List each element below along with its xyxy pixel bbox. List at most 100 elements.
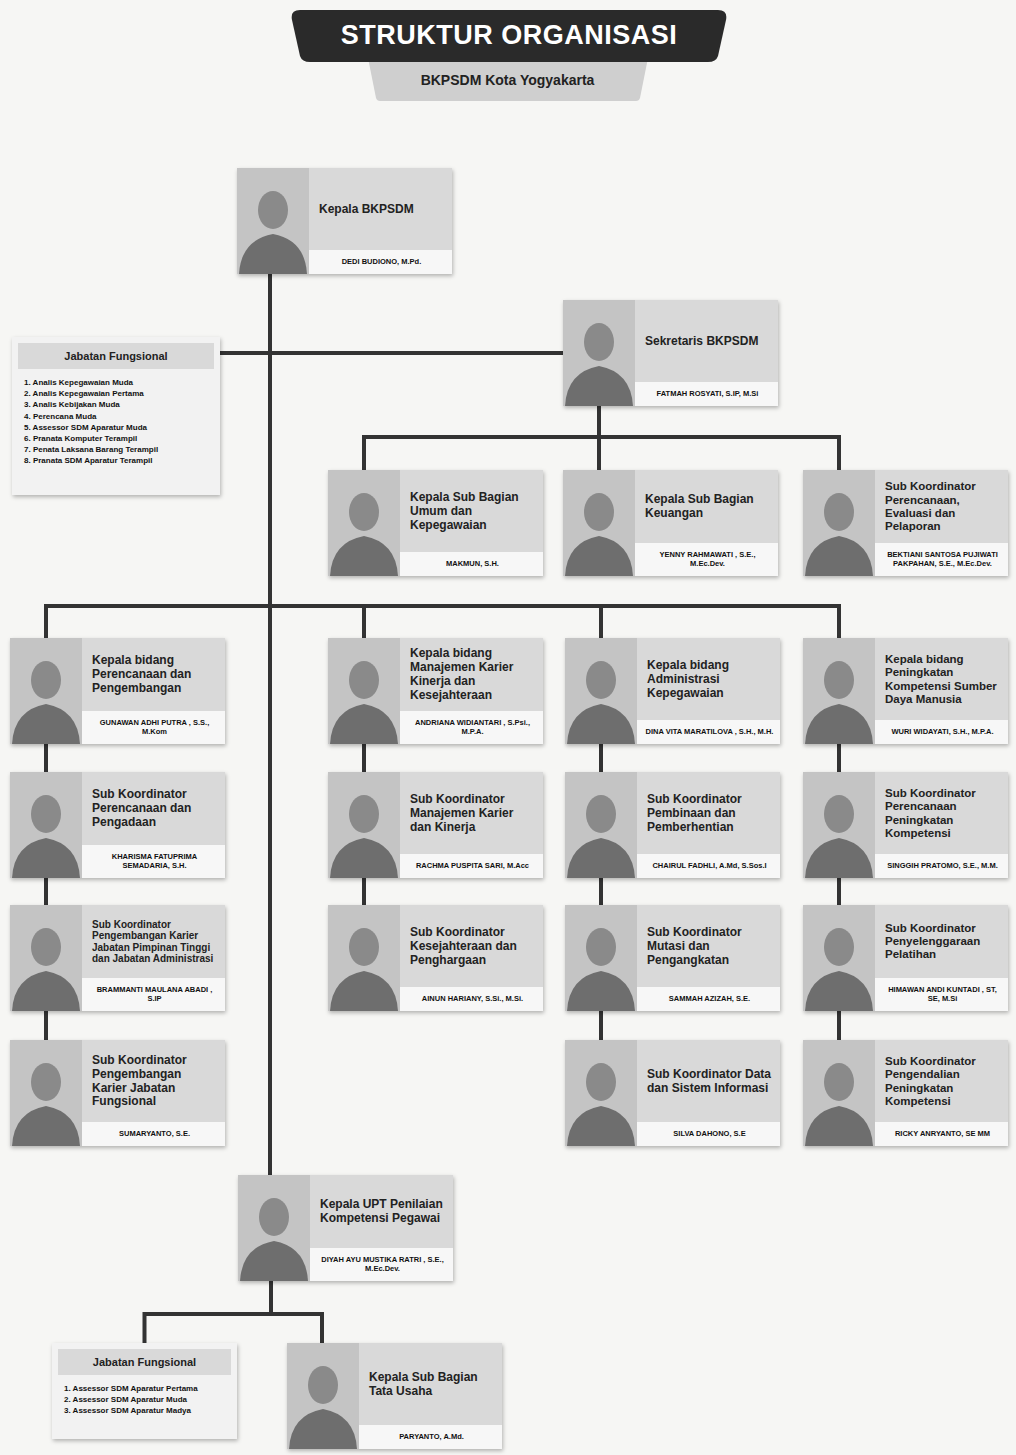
position-box: Sub Koordinator Perencanaan, Evaluasi da… (803, 470, 1008, 576)
title-banner (0, 0, 1016, 110)
position-title: Sub Koordinator Manajemen Karier dan Kin… (410, 793, 536, 834)
portrait-silhouette (803, 1040, 875, 1146)
title-area: Kepala bidang Manajemen Karier Kinerja d… (400, 638, 543, 711)
position-box: Sub Koordinator Pengembangan Karier Jaba… (10, 1040, 225, 1146)
official-name: RICKY ANRYANTO, SE MM (875, 1122, 1008, 1146)
title-area: Sekretaris BKPSDM (635, 300, 778, 382)
position-box: Kepala BKPSDMDEDI BUDIONO, M.Pd. (237, 168, 452, 274)
official-name: DINA VITA MARATILOVA , S.H., M.H. (637, 720, 780, 744)
function-list-box: Jabatan Fungsional1. Analis Kepegawaian … (12, 337, 220, 495)
portrait-photo (328, 772, 400, 878)
position-title: Sub Koordinator Pengembangan Karier Jaba… (92, 919, 218, 965)
title-area: Sub Koordinator Pengendalian Peningkatan… (875, 1040, 1008, 1122)
position-box: Sub Koordinator Mutasi dan PengangkatanS… (565, 905, 780, 1011)
text-panel: Sekretaris BKPSDMFATMAH ROSYATI, S.IP, M… (635, 300, 778, 406)
connector-line (837, 878, 841, 905)
connector-line (44, 1011, 48, 1040)
text-panel: Kepala Sub Bagian Umum dan KepegawaianMA… (400, 470, 543, 576)
title-area: Kepala BKPSDM (309, 168, 452, 250)
text-panel: Sub Koordinator Perencanaan dan Pengadaa… (82, 772, 225, 878)
position-title: Kepala bidang Administrasi Kepegawaian (647, 659, 773, 700)
official-name: DEDI BUDIONO, M.Pd. (309, 250, 452, 274)
text-panel: Sub Koordinator Penyelenggaraan Pelatiha… (875, 905, 1008, 1011)
connector-line (271, 1281, 322, 1343)
portrait-silhouette (803, 470, 875, 576)
position-box: Kepala bidang Administrasi KepegawaianDI… (565, 638, 780, 744)
text-panel: Sub Koordinator Pengendalian Peningkatan… (875, 1040, 1008, 1146)
official-name: YENNY RAHMAWATI , S.E., M.Ec.Dev. (635, 543, 778, 577)
title-area: Sub Koordinator Pembinaan dan Pemberhent… (637, 772, 780, 854)
connector-line (362, 744, 366, 772)
text-panel: Sub Koordinator Pembinaan dan Pemberhent… (637, 772, 780, 878)
portrait-silhouette (328, 638, 400, 744)
portrait-silhouette (238, 1175, 310, 1281)
position-box: Sub Koordinator Pengendalian Peningkatan… (803, 1040, 1008, 1146)
list-heading: Jabatan Fungsional (58, 1349, 231, 1375)
title-area: Kepala UPT Penilaian Kompetensi Pegawai (310, 1175, 453, 1248)
position-title: Sub Koordinator Pembinaan dan Pemberhent… (647, 793, 773, 834)
title-area: Sub Koordinator Perencanaan Peningkatan … (875, 772, 1008, 854)
position-title: Sub Koordinator Mutasi dan Pengangkatan (647, 926, 773, 967)
official-name: SILVA DAHONO, S.E (637, 1122, 780, 1146)
list-item: 1. Analis Kepegawaian Muda (12, 377, 220, 388)
connector-line (44, 744, 48, 772)
official-name: HIMAWAN ANDI KUNTADI , ST, SE, M.Si (875, 978, 1008, 1012)
position-box: Kepala Sub Bagian KeuanganYENNY RAHMAWAT… (563, 470, 778, 576)
title-area: Sub Koordinator Manajemen Karier dan Kin… (400, 772, 543, 854)
portrait-photo (803, 638, 875, 744)
position-title: Kepala bidang Peningkatan Kompetensi Sum… (885, 653, 1001, 706)
position-title: Kepala Sub Bagian Umum dan Kepegawaian (410, 491, 536, 532)
position-box: Sub Koordinator Perencanaan dan Pengadaa… (10, 772, 225, 878)
portrait-photo (10, 638, 82, 744)
list-item: 3. Analis Kebijakan Muda (12, 399, 220, 410)
connector-line (44, 878, 48, 905)
connector-line (220, 274, 270, 353)
position-title: Sub Koordinator Penyelenggaraan Pelatiha… (885, 922, 1001, 962)
connector-line (599, 878, 603, 905)
connector-line (270, 274, 364, 638)
chart-subtitle: BKPSDM Kota Yogyakarta (365, 72, 650, 88)
text-panel: Sub Koordinator Perencanaan, Evaluasi da… (875, 470, 1008, 576)
text-panel: Sub Koordinator Kesejahteraan dan Pengha… (400, 905, 543, 1011)
position-title: Sub Koordinator Pengembangan Karier Jaba… (92, 1054, 218, 1109)
position-box: Kepala bidang Perencanaan dan Pengembang… (10, 638, 225, 744)
portrait-silhouette (328, 470, 400, 576)
official-name: WURI WIDAYATI, S.H., M.P.A. (875, 720, 1008, 744)
portrait-photo (565, 1040, 637, 1146)
list-item: 5. Assessor SDM Aparatur Muda (12, 422, 220, 433)
list-item: 1. Assessor SDM Aparatur Pertama (52, 1383, 237, 1394)
portrait-silhouette (565, 905, 637, 1011)
portrait-silhouette (10, 1040, 82, 1146)
official-name: FATMAH ROSYATI, S.IP, M.Si (635, 382, 778, 406)
connector-line (837, 1011, 841, 1040)
portrait-silhouette (565, 772, 637, 878)
portrait-photo (238, 1175, 310, 1281)
portrait-silhouette (563, 470, 635, 576)
official-name: DIYAH AYU MUSTIKA RATRI , S.E., M.Ec.Dev… (310, 1248, 453, 1282)
portrait-silhouette (565, 638, 637, 744)
title-area: Sub Koordinator Pengembangan Karier Jaba… (82, 1040, 225, 1122)
connector-line (270, 274, 563, 353)
portrait-silhouette (565, 1040, 637, 1146)
position-box: Sub Koordinator Penyelenggaraan Pelatiha… (803, 905, 1008, 1011)
position-box: Sub Koordinator Manajemen Karier dan Kin… (328, 772, 543, 878)
connector-line (599, 406, 839, 470)
portrait-photo (563, 300, 635, 406)
position-box: Sub Koordinator Pengembangan Karier Jaba… (10, 905, 225, 1011)
connector-line (270, 274, 839, 638)
portrait-photo (565, 772, 637, 878)
official-name: BRAMMANTI MAULANA ABADI , S.IP (82, 978, 225, 1012)
position-title: Kepala Sub Bagian Tata Usaha (369, 1371, 495, 1399)
text-panel: Sub Koordinator Perencanaan Peningkatan … (875, 772, 1008, 878)
portrait-photo (10, 905, 82, 1011)
portrait-photo (10, 1040, 82, 1146)
connector-line (270, 274, 601, 638)
position-title: Sub Koordinator Perencanaan, Evaluasi da… (885, 480, 1001, 533)
official-name: PARYANTO, A.Md. (359, 1425, 502, 1449)
official-name: SINGGIH PRATOMO, S.E., M.M. (875, 854, 1008, 878)
portrait-silhouette (237, 168, 309, 274)
function-list-box: Jabatan Fungsional 1. Assessor SDM Aparat… (52, 1343, 237, 1439)
portrait-silhouette (328, 905, 400, 1011)
title-area: Sub Koordinator Kesejahteraan dan Pengha… (400, 905, 543, 987)
official-name: RACHMA PUSPITA SARI, M.Acc (400, 854, 543, 878)
